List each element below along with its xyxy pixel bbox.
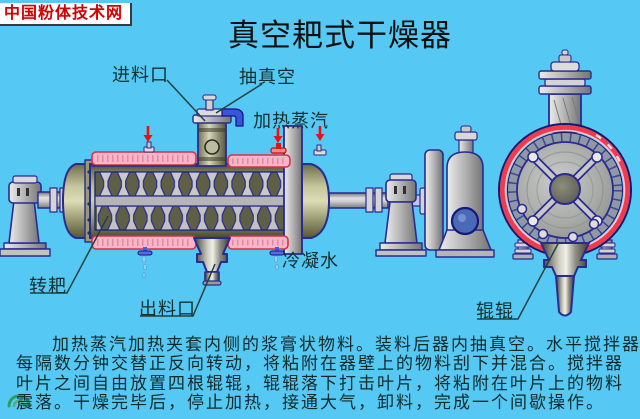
discharge-cone: [193, 237, 231, 286]
rake-arms: [527, 151, 603, 227]
rainbow-logo-icon: [7, 394, 31, 408]
label-discharge-outlet: 出料口: [139, 299, 196, 319]
site-watermark: 中国粉体技术网: [0, 3, 133, 26]
leader-rollers: [477, 241, 560, 320]
leader-outlet: [140, 263, 216, 317]
water-drips: [141, 255, 279, 278]
feed-vacuum-port: [192, 94, 244, 167]
vessel-body: [62, 125, 330, 255]
rake-paddles-bottom: [97, 206, 303, 230]
description-line-3: 叶片之间自由放置四根辊辊，辊辊落下打击叶片，将粘附在叶片上的物料: [16, 374, 624, 393]
label-feed-inlet: 进料口: [112, 65, 169, 85]
steam-arrows: [143, 126, 325, 143]
bearing-pedestal-right: [375, 173, 427, 257]
vacuum-neck: [538, 49, 592, 133]
label-condensate-water: 冷凝水: [282, 251, 339, 271]
rake-paddles-top: [97, 172, 303, 196]
support-leg-left: [512, 239, 534, 260]
discharge-cone-section: [539, 242, 591, 317]
drive-disc: [419, 149, 444, 251]
label-heating-steam: 加热蒸汽: [253, 111, 329, 131]
drive-shaft-right: [325, 187, 427, 213]
dryer-cross-section-view: [498, 49, 632, 317]
dryer-side-view: [0, 94, 495, 286]
roller-balls: [516, 203, 600, 243]
leader-rake: [30, 215, 109, 294]
motor: [435, 125, 495, 258]
agitator-shaft: [94, 195, 304, 207]
motor-eye-icon: [450, 206, 480, 236]
leader-vacuum: [215, 83, 263, 114]
condensate-valves: [137, 247, 285, 256]
description-line-2: 每隔数分钟交替正反向转动，将粘附在器壁上的物料刮下并混合。搅拌器: [16, 354, 624, 373]
label-rotary-rake: 转耙: [29, 276, 67, 296]
label-rollers: 辊辊: [476, 301, 514, 321]
label-vacuum-suction: 抽真空: [239, 67, 296, 87]
vacuum-pipe-elbow-icon: [221, 108, 244, 127]
description-line-1: 加热蒸汽加热夹套内侧的浆膏状物料。装料后器内抽真空。水平搅拌器: [52, 335, 640, 354]
sight-glass-icon: [204, 139, 220, 155]
bearing-pedestal-left: [0, 175, 51, 257]
steam-valves: [143, 141, 327, 156]
leader-feed-inlet: [166, 79, 206, 122]
description-line-4: 震落。干燥完毕后，停止加热，接通大气，卸料，完成一个间歇操作。: [16, 393, 605, 412]
leader-lines: [30, 79, 560, 320]
page-title: 真空耙式干燥器: [228, 18, 452, 53]
agitator-hub: [549, 173, 581, 205]
